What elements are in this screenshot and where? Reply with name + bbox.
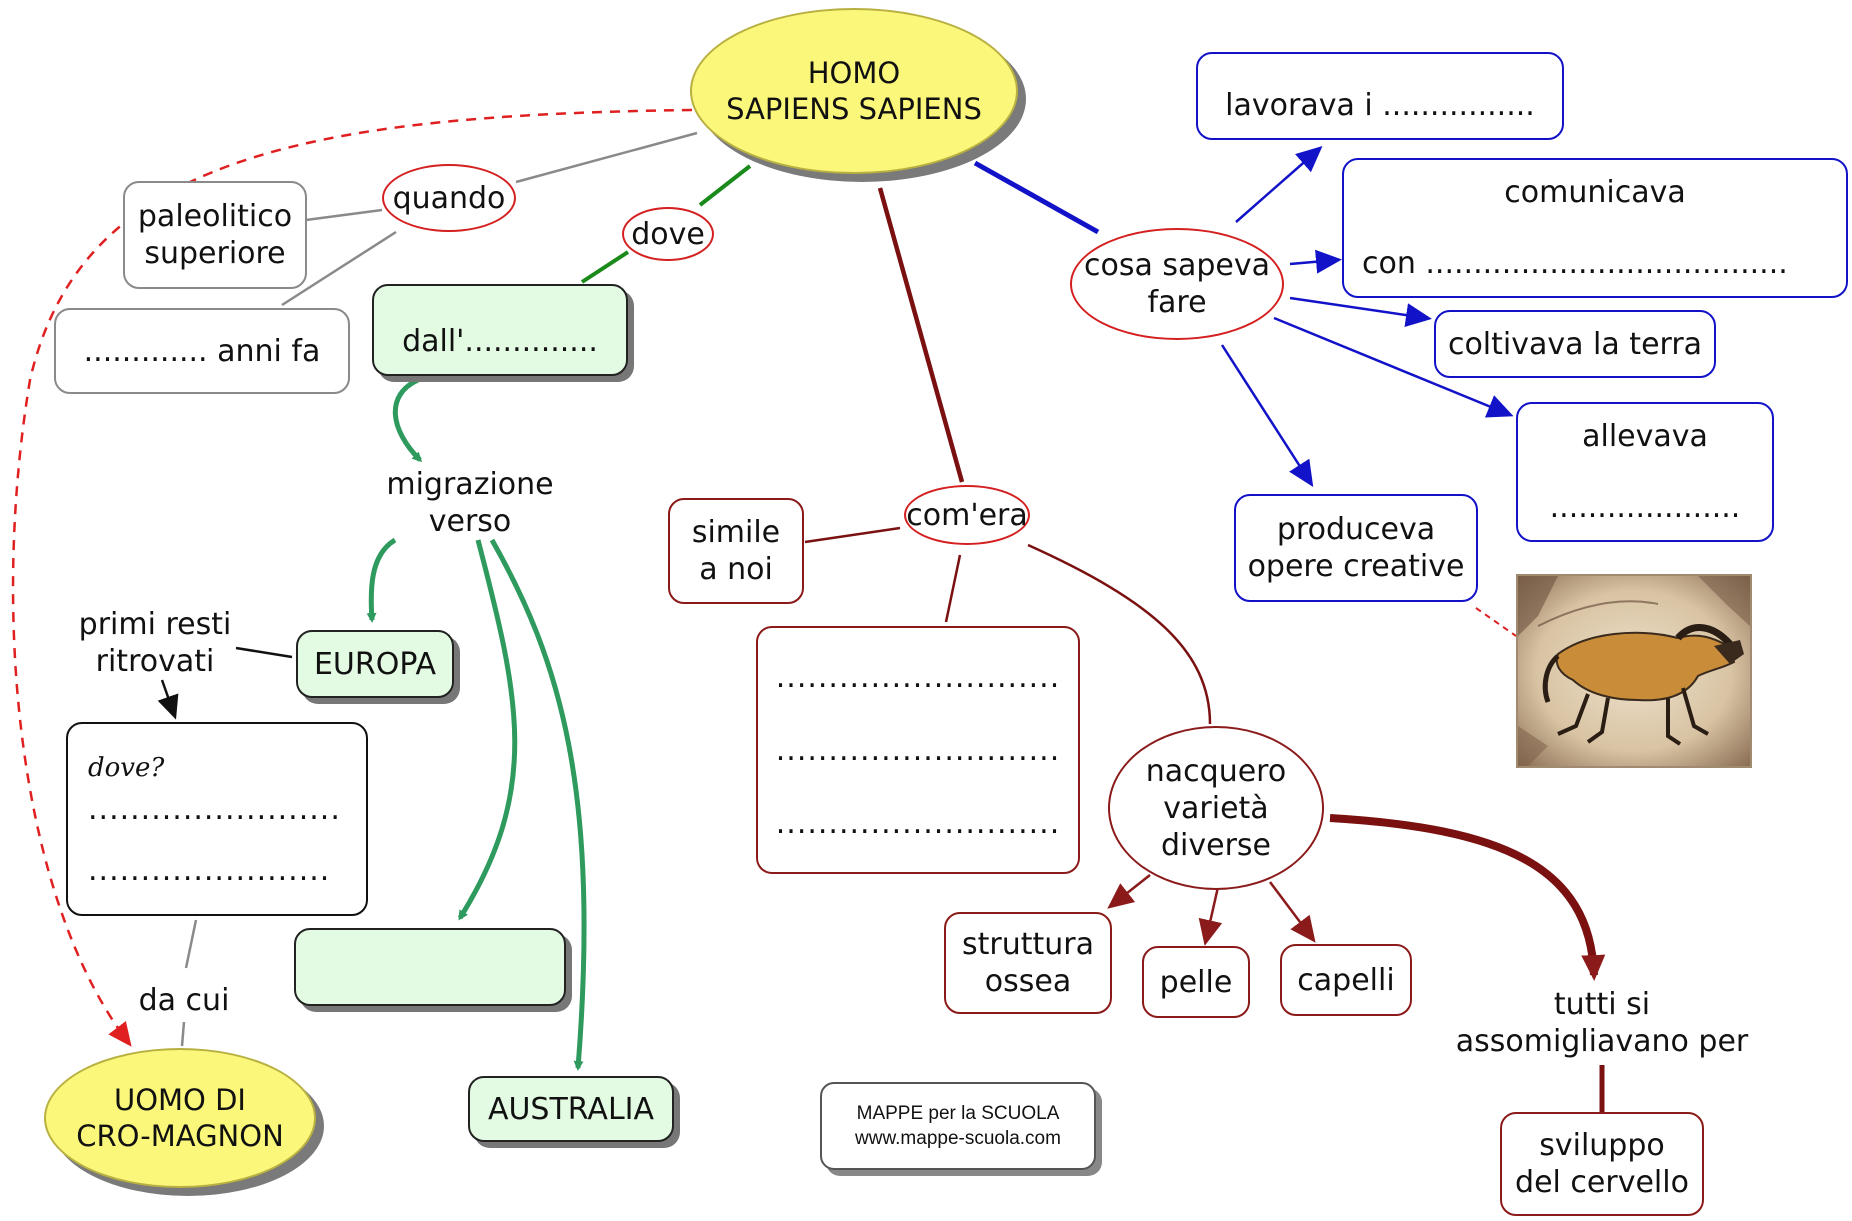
box-descrizione: ........................... ............… — [756, 626, 1080, 874]
box-produceva: produceva opere creative — [1234, 494, 1478, 602]
produceva-line1: produceva — [1276, 512, 1436, 547]
box-sviluppo-cervello: sviluppo del cervello — [1500, 1112, 1704, 1216]
box-pelle: pelle — [1142, 946, 1250, 1018]
cromagnon-line1: UOMO DI — [113, 1083, 246, 1117]
box-empty-destination — [294, 928, 566, 1006]
migrazione-verso: migrazione verso — [380, 464, 560, 542]
main-title-line2: SAPIENS SAPIENS — [726, 92, 982, 126]
migrazione-line2: verso — [428, 504, 512, 539]
box-anni-fa: ............. anni fa — [54, 308, 350, 394]
box-capelli: capelli — [1280, 944, 1412, 1016]
coltivava-text: coltivava la terra — [1447, 326, 1703, 362]
box-dove-resti: dove? ........................ .........… — [66, 722, 368, 916]
dall-text: dall'.............. — [402, 324, 598, 359]
anni-fa-text: ............. anni fa — [83, 333, 321, 369]
europa-text: EUROPA — [313, 646, 437, 682]
struttura-line1: struttura — [962, 927, 1094, 962]
da-cui: da cui — [124, 980, 244, 1020]
credit-line1: MAPPE per la SCUOLA — [856, 1103, 1060, 1124]
sviluppo-line2: del cervello — [1515, 1165, 1689, 1200]
main-concept-homo-sapiens: HOMO SAPIENS SAPIENS — [690, 8, 1018, 174]
cosa-line1: cosa sapeva — [1083, 248, 1271, 283]
simile-line1: simile — [691, 515, 781, 550]
simile-line2: a noi — [699, 552, 773, 587]
credit-line2: www.mappe-scuola.com — [855, 1128, 1061, 1149]
box-allevava: allevava .................... — [1516, 402, 1774, 542]
concept-cro-magnon: UOMO DI CRO-MAGNON — [44, 1048, 316, 1188]
tutti-line1: tutti si — [1553, 987, 1651, 1022]
primi-resti-line2: ritrovati — [95, 644, 215, 679]
nacquero-line3: diverse — [1160, 827, 1271, 863]
capelli-text: capelli — [1297, 962, 1395, 998]
tutti-si-assomigliavano: tutti si assomigliavano per — [1455, 984, 1749, 1062]
primi-resti-line1: primi resti — [78, 607, 232, 642]
link-comera: com'era — [904, 485, 1030, 545]
box-lavorava: lavorava i ................ — [1196, 52, 1564, 140]
dove-dots-line2: ....................... — [88, 852, 331, 888]
cosa-line2: fare — [1147, 285, 1207, 320]
struttura-line2: ossea — [984, 964, 1072, 999]
link-quando-label: quando — [392, 180, 506, 216]
migrazione-line1: migrazione — [386, 467, 554, 502]
primi-resti-ritrovati: primi resti ritrovati — [70, 604, 240, 682]
link-comera-label: com'era — [906, 497, 1028, 533]
desc-dots-line1: ........................... — [775, 659, 1061, 695]
paleolitico-line2: superiore — [144, 236, 286, 271]
main-title-line1: HOMO — [807, 56, 901, 90]
comunicava-line2: con ....................................… — [1362, 246, 1788, 281]
nacquero-line2: varietà — [1163, 790, 1269, 826]
desc-dots-line2: ........................... — [775, 732, 1061, 768]
link-cosa-sapeva-fare: cosa sapeva fare — [1070, 228, 1284, 340]
box-struttura-ossea: struttura ossea — [944, 912, 1112, 1014]
cromagnon-line2: CRO-MAGNON — [76, 1119, 284, 1153]
tutti-line2: assomigliavano per — [1455, 1024, 1749, 1059]
box-comunicava: comunicava con .........................… — [1342, 158, 1848, 298]
credit-box: MAPPE per la SCUOLA www.mappe-scuola.com — [820, 1082, 1096, 1170]
box-paleolitico: paleolitico superiore — [123, 181, 307, 289]
box-dall: dall'.............. — [372, 284, 628, 376]
cave-painting-horse-image — [1516, 574, 1752, 768]
link-nacquero-varieta: nacquero varietà diverse — [1108, 726, 1324, 890]
link-dove: dove — [622, 207, 714, 261]
nacquero-line1: nacquero — [1145, 753, 1287, 789]
allevava-line2: .................... — [1549, 490, 1741, 525]
produceva-line2: opere creative — [1247, 549, 1465, 584]
lavorava-text: lavorava i ................ — [1225, 88, 1535, 123]
paleolitico-line1: paleolitico — [137, 199, 293, 234]
box-simile-a-noi: simile a noi — [668, 498, 804, 604]
dove-dots-line1: ........................ — [88, 791, 341, 827]
box-europa: EUROPA — [296, 630, 454, 698]
australia-text: AUSTRALIA — [487, 1091, 655, 1127]
horse-painting-icon — [1518, 576, 1750, 766]
allevava-line1: allevava — [1582, 419, 1708, 454]
link-quando: quando — [382, 164, 516, 232]
box-coltivava: coltivava la terra — [1434, 310, 1716, 378]
box-australia: AUSTRALIA — [468, 1076, 674, 1142]
link-dove-label: dove — [631, 216, 705, 252]
comunicava-line1: comunicava — [1504, 175, 1686, 210]
pelle-text: pelle — [1159, 964, 1233, 1000]
sviluppo-line1: sviluppo — [1539, 1128, 1665, 1163]
dove-question: dove? — [88, 752, 165, 783]
da-cui-label: da cui — [138, 982, 230, 1018]
desc-dots-line3: ........................... — [775, 805, 1061, 841]
